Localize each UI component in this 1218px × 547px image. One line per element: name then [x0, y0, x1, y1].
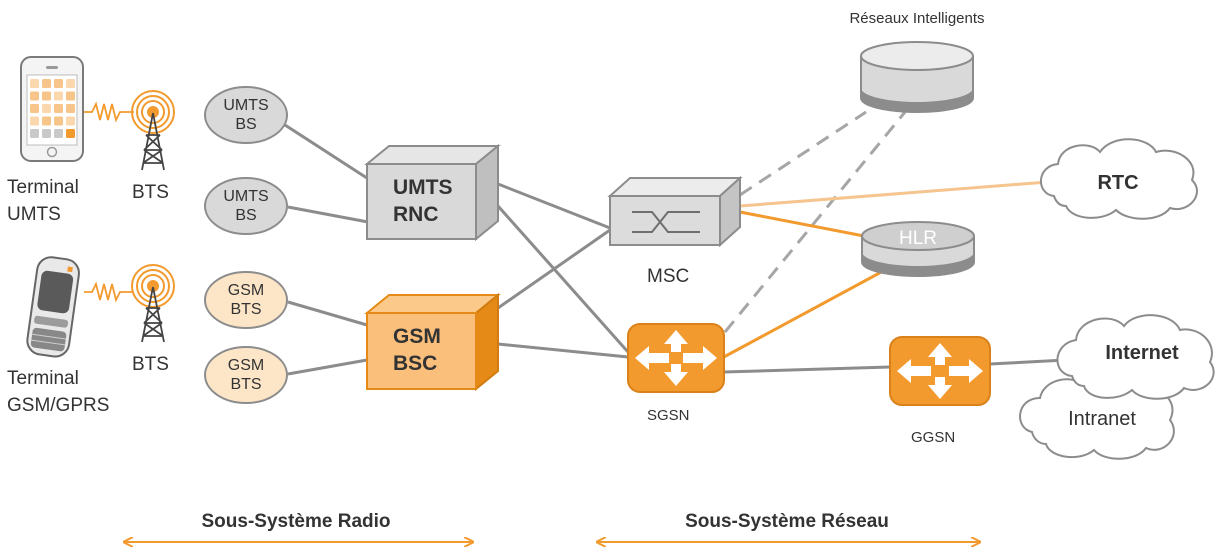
link-gsmbts2-bsc [287, 358, 368, 376]
sgsn-router: SGSN [627, 323, 725, 424]
subsystem-radio: Sous-Système Radio [124, 511, 473, 542]
link-bsc-msc [497, 228, 611, 310]
app-tile [30, 104, 39, 113]
terminal-gsm-label-line2: GSM/GPRS [7, 395, 109, 416]
bsc-line1: GSM [393, 325, 441, 348]
hlr-label: HLR [899, 228, 937, 249]
link-umtsbs2-rnc [287, 205, 369, 224]
subsystem-network-label: Sous-Système Réseau [685, 511, 889, 532]
app-tile [54, 91, 63, 101]
app-tile [66, 91, 75, 101]
app-tile [42, 79, 51, 88]
intelligent-networks-label: Réseaux Intelligents [849, 10, 984, 27]
app-tile [66, 129, 75, 138]
link-rnc-msc [497, 182, 611, 230]
app-tile [42, 129, 51, 138]
gsm-bts-2-line2: BTS [230, 376, 261, 393]
gsm-bts-1-line2: BTS [230, 301, 261, 318]
intranet-label: Intranet [1068, 408, 1136, 430]
link-msc-in-dashed [739, 110, 867, 197]
ggsn-label: GGSN [911, 429, 955, 446]
rtc-label: RTC [1097, 172, 1138, 194]
app-tile [42, 91, 51, 101]
link-bsc-sgsn [497, 342, 629, 359]
msc-label: MSC [647, 266, 689, 287]
app-tile [54, 129, 63, 138]
link-sgsn-hlr [721, 268, 886, 360]
app-tile [42, 104, 51, 113]
terminal-umts: Terminal UMTS [7, 56, 84, 225]
bts-tower-bottom: BTS [131, 264, 175, 375]
intranet-cloud: Intranet [1019, 373, 1175, 460]
router-arrows-icon [897, 343, 983, 399]
msc-switch: MSC [607, 175, 743, 287]
internet-label: Internet [1105, 342, 1179, 364]
gsm-bts-1: GSM BTS [204, 271, 288, 329]
subsystem-radio-label: Sous-Système Radio [202, 511, 391, 532]
umts-bs-2: UMTS BS [204, 177, 288, 235]
app-tile [54, 116, 63, 126]
umts-bs-1-line2: BS [235, 116, 256, 133]
bts-tower-top: BTS [131, 90, 175, 203]
rnc-line2: RNC [393, 203, 439, 226]
rnc-line1: UMTS [393, 176, 453, 199]
app-tile [42, 116, 51, 126]
link-rnc-sgsn [496, 205, 630, 353]
antenna-icon [131, 90, 175, 171]
sgsn-label: SGSN [647, 407, 690, 424]
umts-bs-1: UMTS BS [204, 86, 288, 144]
terminal-gsm: Terminal GSM/GPRS [7, 256, 109, 416]
gsm-bts-2-line1: GSM [228, 357, 264, 374]
link-sgsn-ggsn [723, 365, 891, 374]
antenna-icon [131, 264, 175, 343]
app-tile [66, 116, 75, 126]
terminal-umts-label-line2: UMTS [7, 204, 61, 225]
umts-bs-2-line2: BS [235, 207, 256, 224]
bts-top-label: BTS [132, 182, 169, 203]
subsystem-network: Sous-Système Réseau [597, 511, 980, 542]
intelligent-networks-db: Réseaux Intelligents [849, 10, 985, 113]
ggsn-router: GGSN [889, 336, 991, 446]
link-msc-hlr [739, 210, 865, 238]
switch-icon [632, 211, 700, 233]
mobile-phone-icon [26, 256, 80, 358]
router-arrows-icon [635, 330, 717, 386]
connection-lines [284, 110, 1067, 376]
internet-cloud: Internet [1056, 314, 1215, 400]
smartphone-icon [20, 56, 84, 162]
app-tile [66, 79, 75, 88]
gsm-bts-1-line1: GSM [228, 282, 264, 299]
app-tile [66, 104, 75, 113]
app-tile [54, 104, 63, 113]
app-tile [54, 79, 63, 88]
terminal-gsm-label-line1: Terminal [7, 368, 79, 389]
hlr-db: HLR [861, 221, 975, 277]
link-gsmbts1-bsc [287, 300, 368, 327]
link-ggsn-internet [989, 358, 1067, 366]
umts-bs-2-line1: UMTS [223, 188, 268, 205]
terminal-umts-label-line1: Terminal [7, 177, 79, 198]
radio-link-gsm-zigzag [84, 281, 134, 303]
app-tile [30, 79, 39, 88]
gsm-bsc-box: GSM BSC [364, 292, 501, 392]
bts-bottom-label: BTS [132, 354, 169, 375]
rtc-cloud: RTC [1040, 138, 1198, 220]
radio-link-umts-zigzag [84, 101, 134, 123]
bsc-line2: BSC [393, 352, 437, 375]
gsm-bts-2: GSM BTS [204, 346, 288, 404]
umts-bs-1-line1: UMTS [223, 97, 268, 114]
link-umtsbs1-rnc [284, 123, 371, 182]
umts-rnc-box: UMTS RNC [364, 143, 501, 242]
link-sgsn-in-dashed [723, 111, 907, 333]
app-tile [30, 91, 39, 101]
app-tile [30, 116, 39, 126]
link-msc-rtc [739, 180, 1049, 208]
app-tile [30, 129, 39, 138]
